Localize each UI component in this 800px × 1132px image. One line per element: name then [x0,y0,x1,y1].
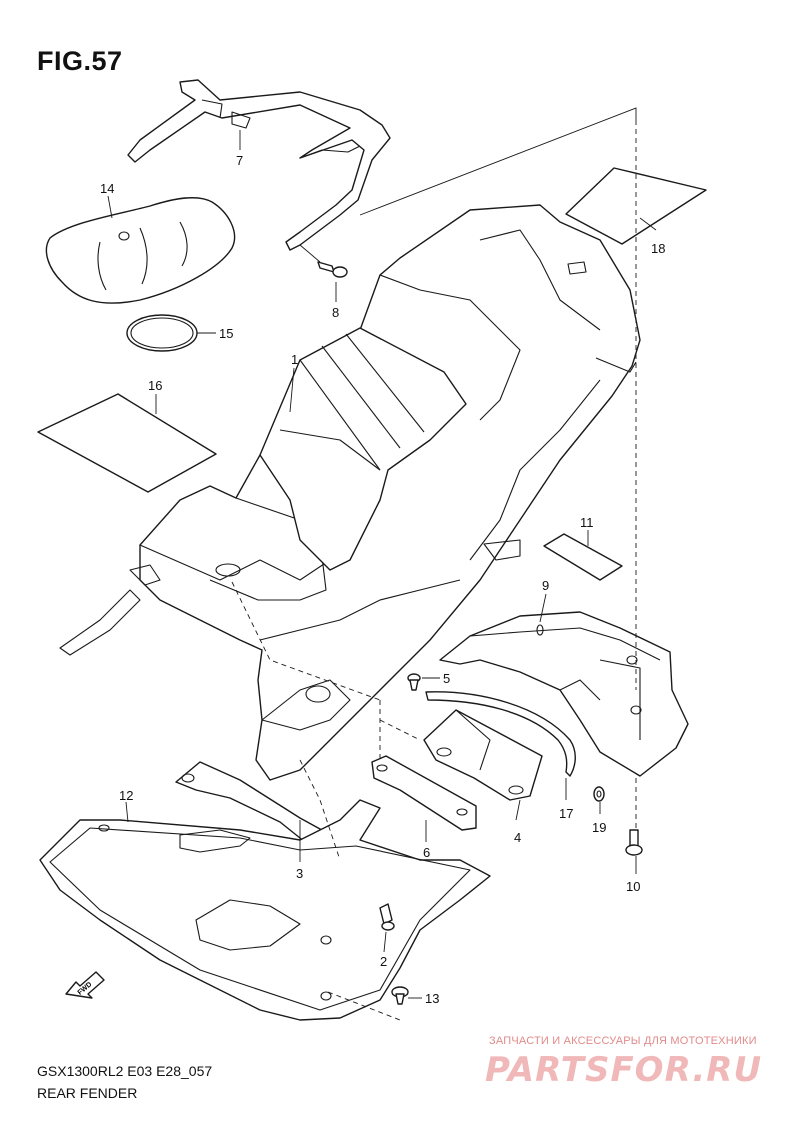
callout-11: 11 [580,515,594,530]
callout-13: 13 [425,991,439,1006]
part-1-rear-fender [59,204,641,781]
part-2-screw [379,903,395,931]
callout-8: 8 [332,305,339,320]
callout-12: 12 [119,788,133,803]
alignment-lines [231,120,637,1021]
callout-1: 1 [291,352,298,367]
part-17-strip [425,679,601,777]
leader-lines [107,107,657,999]
part-16-sheet [37,393,217,493]
part-6-bracket [371,755,477,831]
callout-2: 2 [380,954,387,969]
watermark-logo: PARTSFOR.RU [485,1050,763,1090]
part-7-grab-rail [127,79,391,251]
part-8-bolt [299,244,348,278]
watermark-tagline: ЗАПЧАСТИ И АКСЕССУАРЫ ДЛЯ МОТОТЕХНИКИ [489,1035,757,1047]
callout-4: 4 [514,830,521,845]
callout-15: 15 [219,326,233,341]
callout-7: 7 [236,153,243,168]
callout-9: 9 [542,578,549,593]
fwd-arrow-icon: FWD [65,971,105,999]
callout-18: 18 [651,241,665,256]
part-13-clip [391,986,409,1005]
callout-17: 17 [559,806,573,821]
part-9-bracket [439,611,689,777]
callout-6: 6 [423,845,430,860]
callout-16: 16 [148,378,162,393]
figure-title: FIG.57 [37,46,123,76]
footer-model-code: GSX1300RL2 E03 E28_057 [37,1063,213,1079]
part-12-plate [39,799,491,1021]
callout-19: 19 [592,820,606,835]
footer-section-name: REAR FENDER [37,1085,138,1101]
part-10-bolt [625,829,643,856]
callout-3: 3 [296,866,303,881]
part-15-o-ring [126,314,198,352]
callout-5: 5 [443,671,450,686]
part-14-seat-pad [45,197,236,304]
part-19-washer [593,786,605,802]
part-11-pad [543,533,623,581]
callout-14: 14 [100,181,114,196]
part-5-clip [407,673,421,691]
callout-10: 10 [626,879,640,894]
part-4-pad [423,709,543,801]
